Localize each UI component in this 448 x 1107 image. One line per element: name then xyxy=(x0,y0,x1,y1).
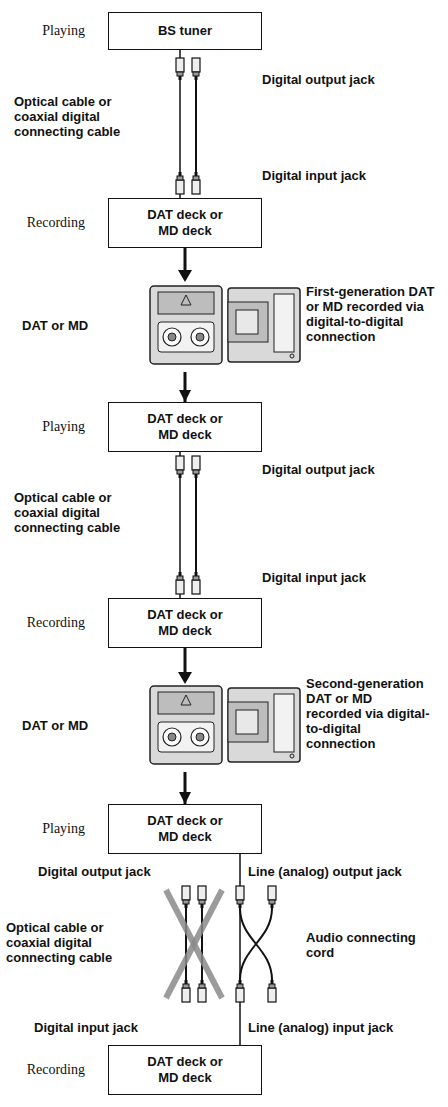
device-name: DAT deck or MD deck xyxy=(137,607,233,639)
cable-connector xyxy=(239,854,241,1045)
annotation-label: Optical cable or coaxial digital connect… xyxy=(14,490,146,535)
digital-cable xyxy=(176,456,200,594)
annotation-label: Optical cable or coaxial digital connect… xyxy=(6,920,148,965)
annotation-label: Line (analog) input jack xyxy=(246,1020,395,1035)
device-box: RecordingDAT deck or MD deck xyxy=(108,1045,262,1095)
device-box: PlayingDAT deck or MD deck xyxy=(108,804,262,854)
arrow-head xyxy=(178,270,192,282)
device-name: DAT deck or MD deck xyxy=(137,411,233,443)
arrow-head xyxy=(178,672,192,684)
device-name: DAT deck or MD deck xyxy=(137,813,233,845)
device-name: BS tuner xyxy=(158,23,212,39)
device-name: DAT deck or MD deck xyxy=(137,1054,233,1086)
annotation-label: Digital input jack xyxy=(34,1020,138,1035)
dat-md-media xyxy=(150,286,300,364)
role-label: Playing xyxy=(42,23,85,39)
annotation-label: Digital output jack xyxy=(38,864,151,879)
device-box: PlayingDAT deck or MD deck xyxy=(108,402,262,452)
device-box: RecordingDAT deck or MD deck xyxy=(108,598,262,648)
annotation-label: Audio connecting cord xyxy=(306,930,418,960)
dat-md-media xyxy=(150,686,300,764)
annotation-label: Digital input jack xyxy=(262,570,366,585)
role-label: Recording xyxy=(27,615,85,631)
annotation-label: Digital output jack xyxy=(262,72,375,87)
annotation-label: Digital output jack xyxy=(262,462,375,477)
annotation-label: DAT or MD xyxy=(22,318,88,333)
role-label: Recording xyxy=(27,215,85,231)
audio-cord xyxy=(236,886,276,1002)
annotation-label: Digital input jack xyxy=(262,168,366,183)
annotation-label: DAT or MD xyxy=(22,718,88,733)
annotation-label: Line (analog) output jack xyxy=(246,864,404,879)
role-label: Playing xyxy=(42,419,85,435)
annotation-label: Optical cable or coaxial digital connect… xyxy=(14,94,146,139)
role-label: Recording xyxy=(27,1062,85,1078)
device-box: RecordingDAT deck or MD deck xyxy=(108,198,262,248)
annotation-label: First-generation DAT or MD recorded via … xyxy=(306,284,442,344)
role-label: Playing xyxy=(42,821,85,837)
crossed-digital-cable xyxy=(166,886,222,1002)
annotation-label: Second-generation DAT or MD recorded via… xyxy=(306,676,430,751)
digital-cable xyxy=(176,58,200,194)
device-box: PlayingBS tuner xyxy=(108,12,262,50)
device-name: DAT deck or MD deck xyxy=(137,207,233,239)
